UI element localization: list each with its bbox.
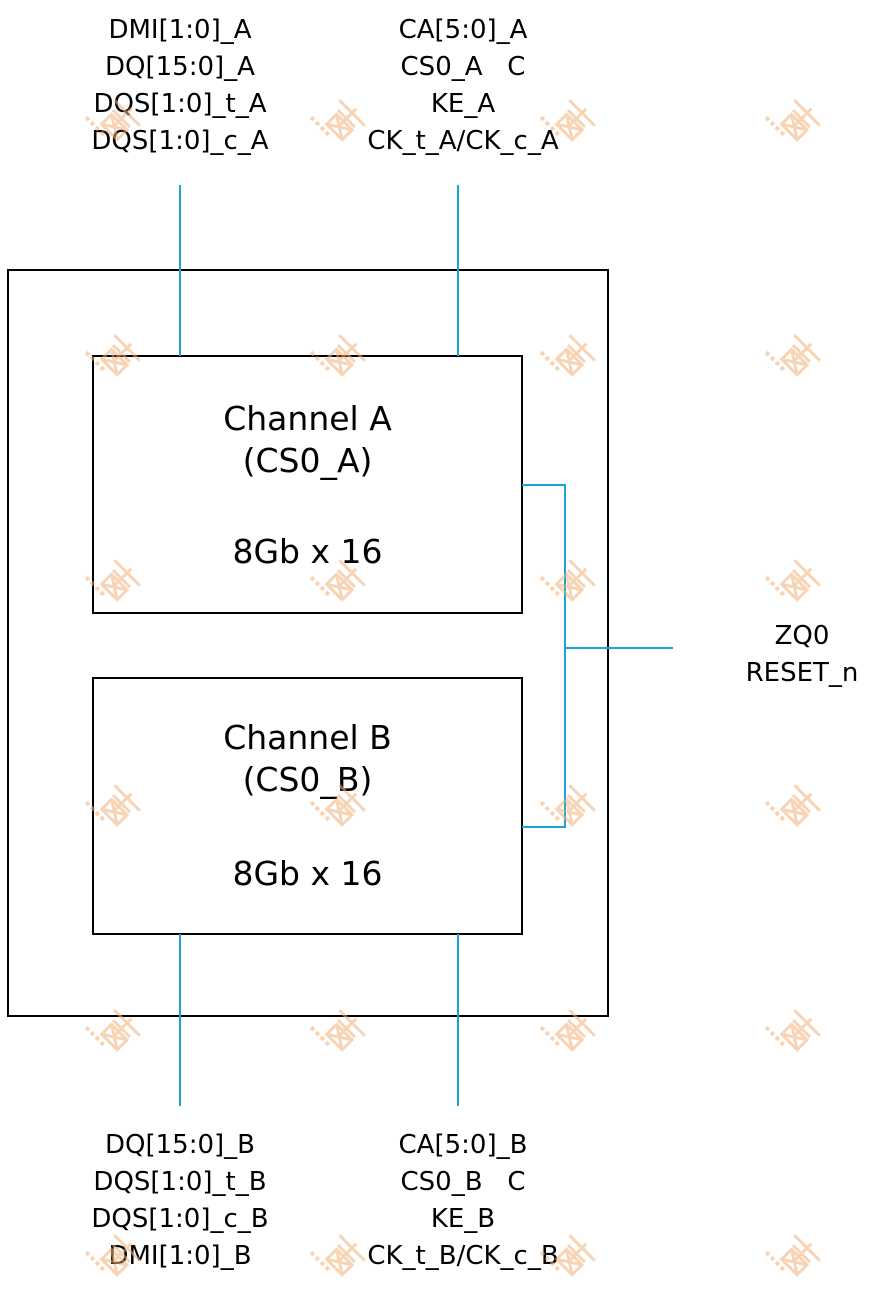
shared-bus-wire bbox=[522, 484, 566, 828]
signal-label: KE_A bbox=[430, 89, 496, 119]
signal-label: CK_t_A/CK_c_A bbox=[367, 126, 559, 156]
top-right-signal-labels: CA[5:0]_A CS0_A C KE_A CK_t_A/CK_c_A bbox=[353, 12, 573, 160]
signal-label: DQS[1:0]_c_B bbox=[91, 1204, 269, 1234]
signal-label: KE_B bbox=[430, 1204, 496, 1234]
channel-b-chip-select: (CS0_B) bbox=[242, 760, 373, 799]
channel-a-density: 8Gb x 16 bbox=[232, 532, 383, 571]
signal-label: RESET_n bbox=[745, 658, 859, 688]
channel-a-chip-select: (CS0_A) bbox=[242, 441, 373, 480]
channel-a-label: Channel A (CS0_A) bbox=[93, 398, 522, 482]
top-left-signal-labels: DMI[1:0]_A DQ[15:0]_A DQS[1:0]_t_A DQS[1… bbox=[80, 12, 280, 160]
signal-label: CA[5:0]_B bbox=[398, 1130, 528, 1160]
channel-b-name: Channel B bbox=[223, 718, 392, 757]
signal-label: DQS[1:0]_t_A bbox=[93, 89, 267, 119]
channel-b-label: Channel B (CS0_B) bbox=[93, 717, 522, 801]
channel-a-box bbox=[92, 355, 523, 614]
bottom-left-signal-labels: DQ[15:0]_B DQS[1:0]_t_B DQS[1:0]_c_B DMI… bbox=[80, 1127, 280, 1275]
signal-label: ZQ0 bbox=[774, 621, 830, 651]
signal-label: DMI[1:0]_B bbox=[108, 1241, 252, 1271]
package-outline bbox=[7, 269, 609, 1017]
signal-label: CK_t_B/CK_c_B bbox=[367, 1241, 559, 1271]
channel-a-name: Channel A bbox=[223, 399, 392, 438]
signal-label: CA[5:0]_A bbox=[398, 15, 528, 45]
signal-label: DQS[1:0]_t_B bbox=[93, 1167, 267, 1197]
signal-label: DMI[1:0]_A bbox=[108, 15, 252, 45]
signal-label: DQ[15:0]_B bbox=[105, 1130, 255, 1160]
signal-label: CS0_A C bbox=[400, 52, 526, 82]
channel-b-density: 8Gb x 16 bbox=[232, 854, 383, 893]
shared-signal-labels: ZQ0 RESET_n bbox=[735, 618, 869, 692]
signal-label: DQ[15:0]_A bbox=[105, 52, 255, 82]
bottom-right-signal-labels: CA[5:0]_B CS0_B C KE_B CK_t_B/CK_c_B bbox=[353, 1127, 573, 1275]
signal-label: CS0_B C bbox=[400, 1167, 526, 1197]
signal-label: DQS[1:0]_c_A bbox=[91, 126, 269, 156]
